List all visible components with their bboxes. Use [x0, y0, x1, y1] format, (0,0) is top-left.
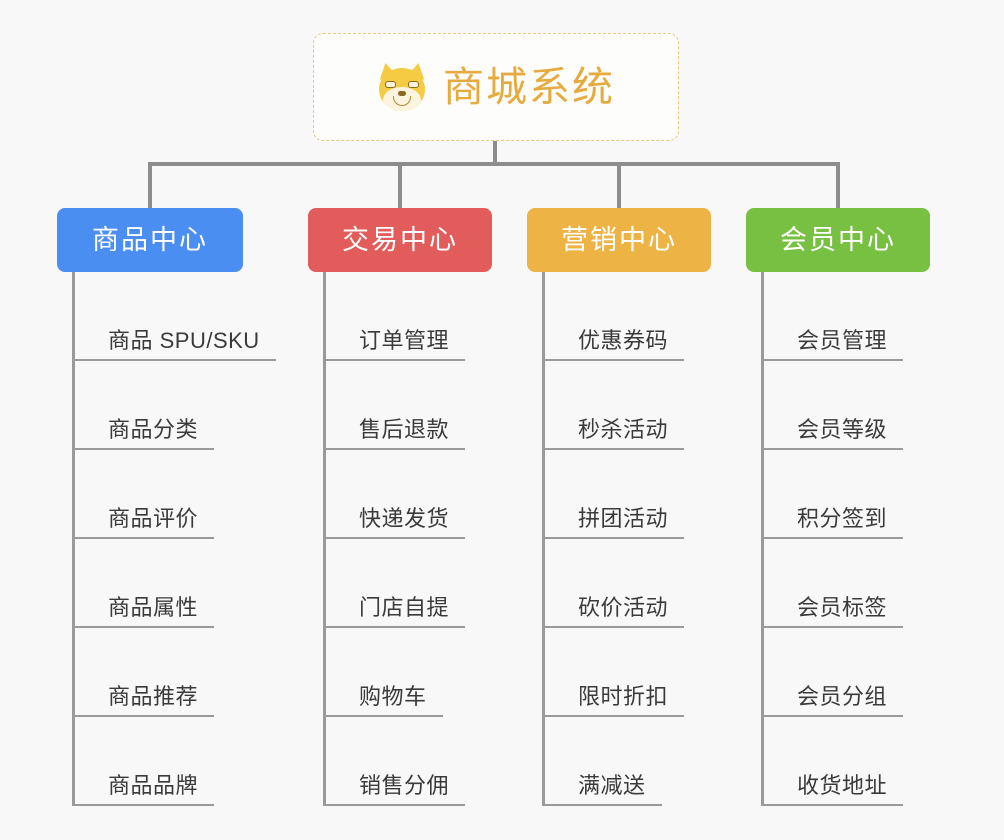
list-item[interactable]: 秒杀活动	[545, 361, 711, 450]
list-item[interactable]: 会员分组	[764, 628, 930, 717]
root-title: 商城系统	[443, 63, 615, 110]
list-item[interactable]: 限时折扣	[545, 628, 711, 717]
item-label: 会员等级	[797, 416, 888, 442]
item-label: 订单管理	[359, 327, 450, 353]
item-label: 商品 SPU/SKU	[108, 327, 260, 353]
branch-marketing-center: 营销中心 优惠券码 秒杀活动 拼团活动 砍价活动 限时折扣 满减送	[527, 208, 711, 806]
item-label: 收货地址	[797, 772, 888, 798]
list-item[interactable]: 商品评价	[75, 450, 243, 539]
list-item[interactable]: 订单管理	[326, 272, 492, 361]
list-item[interactable]: 商品 SPU/SKU	[75, 272, 276, 361]
branch-header-member-center[interactable]: 会员中心	[746, 208, 930, 272]
branch-item-list: 商品 SPU/SKU 商品分类 商品评价 商品属性 商品推荐 商品品牌	[72, 272, 276, 806]
connector-drop-4	[836, 162, 840, 208]
branch-item-list: 订单管理 售后退款 快递发货 门店自提 购物车 销售分佣	[323, 272, 492, 806]
item-label: 商品评价	[108, 505, 199, 531]
connector-drop-2	[398, 162, 402, 208]
connector-drop-3	[617, 162, 621, 208]
list-item[interactable]: 门店自提	[326, 539, 492, 628]
shiba-dog-face-icon	[376, 61, 428, 111]
branch-trade-center: 交易中心 订单管理 售后退款 快递发货 门店自提 购物车 销售分佣	[308, 208, 492, 806]
item-label: 商品品牌	[108, 772, 199, 798]
list-item[interactable]: 满减送	[545, 717, 711, 806]
item-label: 会员标签	[797, 594, 888, 620]
item-label: 秒杀活动	[578, 416, 669, 442]
item-label: 购物车	[359, 683, 427, 709]
branch-label: 会员中心	[780, 224, 896, 255]
root-node-shop-system[interactable]: 商城系统	[313, 33, 679, 141]
list-item[interactable]: 售后退款	[326, 361, 492, 450]
item-label: 门店自提	[359, 594, 450, 620]
branch-header-trade-center[interactable]: 交易中心	[308, 208, 492, 272]
item-label: 商品属性	[108, 594, 199, 620]
list-item[interactable]: 商品分类	[75, 361, 243, 450]
branch-member-center: 会员中心 会员管理 会员等级 积分签到 会员标签 会员分组 收货地址	[746, 208, 930, 806]
branch-item-list: 优惠券码 秒杀活动 拼团活动 砍价活动 限时折扣 满减送	[542, 272, 711, 806]
item-label: 商品分类	[108, 416, 199, 442]
branch-label: 商品中心	[92, 224, 208, 255]
item-label: 售后退款	[359, 416, 450, 442]
branch-item-list: 会员管理 会员等级 积分签到 会员标签 会员分组 收货地址	[761, 272, 930, 806]
item-label: 销售分佣	[359, 772, 450, 798]
branch-product-center: 商品中心 商品 SPU/SKU 商品分类 商品评价 商品属性 商品推荐 商品品牌	[57, 208, 276, 806]
item-label: 限时折扣	[578, 683, 669, 709]
list-item[interactable]: 商品推荐	[75, 628, 243, 717]
branch-header-product-center[interactable]: 商品中心	[57, 208, 243, 272]
item-label: 砍价活动	[578, 594, 669, 620]
item-label: 快递发货	[359, 505, 450, 531]
list-item[interactable]: 会员标签	[764, 539, 930, 628]
list-item[interactable]: 积分签到	[764, 450, 930, 539]
branch-header-marketing-center[interactable]: 营销中心	[527, 208, 711, 272]
list-item[interactable]: 优惠券码	[545, 272, 711, 361]
item-label: 拼团活动	[578, 505, 669, 531]
list-item[interactable]: 收货地址	[764, 717, 930, 806]
list-item[interactable]: 会员管理	[764, 272, 930, 361]
list-item[interactable]: 快递发货	[326, 450, 492, 539]
item-label: 满减送	[578, 772, 646, 798]
list-item[interactable]: 销售分佣	[326, 717, 492, 806]
branch-label: 营销中心	[561, 224, 677, 255]
list-item[interactable]: 商品品牌	[75, 717, 243, 806]
branch-label: 交易中心	[342, 224, 458, 255]
branch-columns: 商品中心 商品 SPU/SKU 商品分类 商品评价 商品属性 商品推荐 商品品牌…	[0, 208, 1004, 840]
item-label: 会员管理	[797, 327, 888, 353]
connector-horizontal-bus	[148, 162, 840, 166]
list-item[interactable]: 砍价活动	[545, 539, 711, 628]
list-item[interactable]: 商品属性	[75, 539, 243, 628]
connector-stem	[493, 141, 497, 164]
item-label: 积分签到	[797, 505, 888, 531]
list-item[interactable]: 购物车	[326, 628, 492, 717]
list-item[interactable]: 会员等级	[764, 361, 930, 450]
item-label: 优惠券码	[578, 327, 669, 353]
connector-drop-1	[148, 162, 152, 208]
list-item[interactable]: 拼团活动	[545, 450, 711, 539]
item-label: 商品推荐	[108, 683, 199, 709]
item-label: 会员分组	[797, 683, 888, 709]
